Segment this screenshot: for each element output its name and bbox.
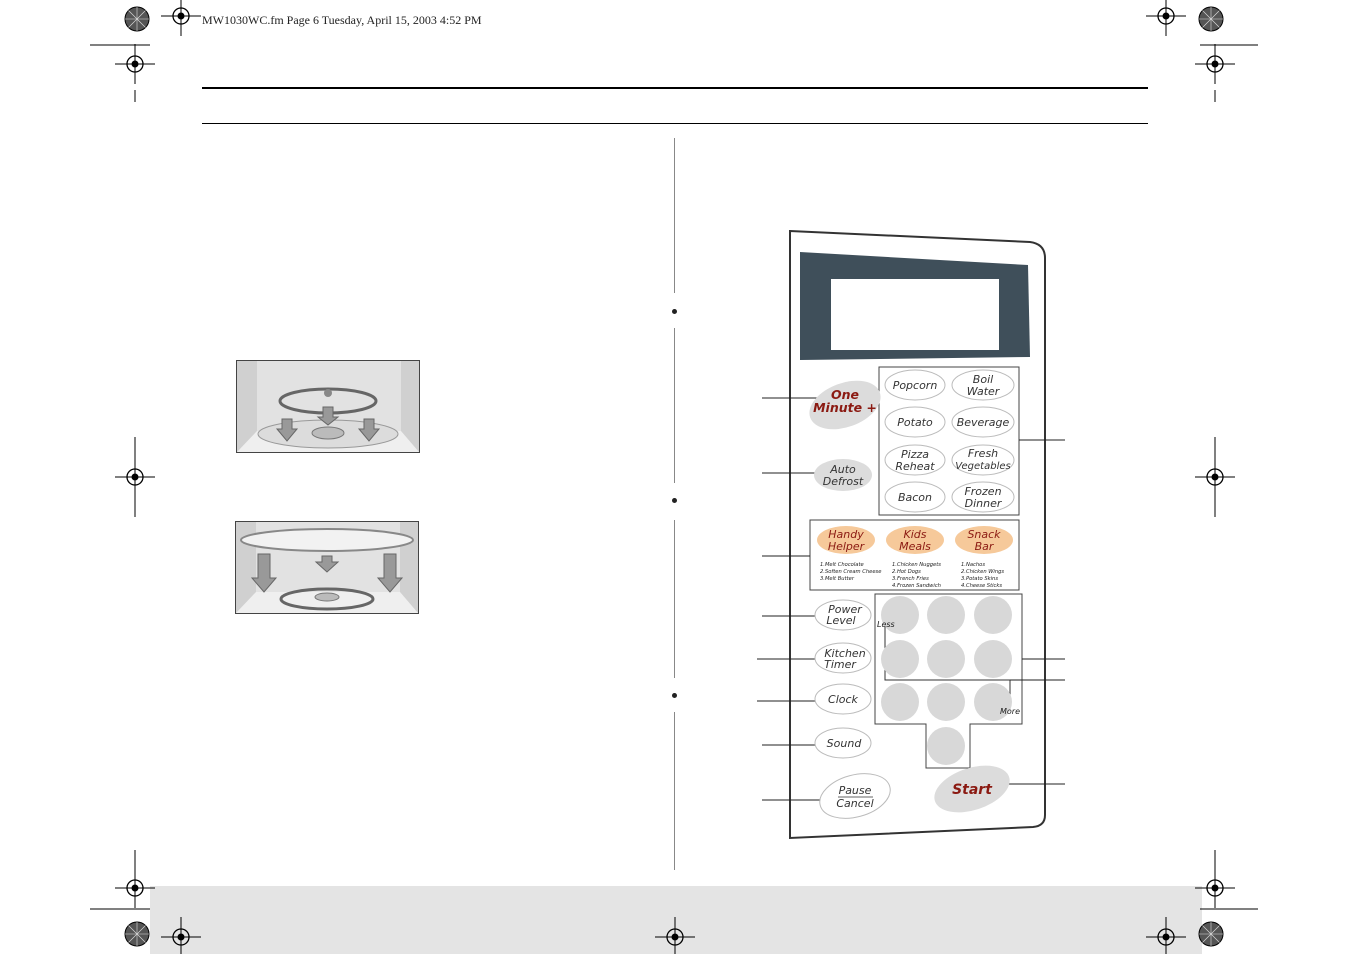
svg-text:Potato: Potato	[897, 416, 933, 429]
sensor-button-bacon[interactable]: Bacon	[884, 481, 946, 513]
number-key[interactable]	[927, 683, 965, 721]
handy-helper-button[interactable]: Handy Helper	[817, 526, 875, 554]
svg-text:1.Melt Chocolate: 1.Melt Chocolate	[820, 562, 864, 568]
handy-helper-items: 1.Melt Chocolate 2.Soften Cream Cheese 3…	[820, 562, 881, 582]
glass-tray-illustration	[235, 521, 419, 614]
svg-text:Power: Power	[828, 603, 863, 616]
svg-text:Snack: Snack	[967, 528, 1001, 541]
snack-bar-button[interactable]: Snack Bar	[955, 526, 1013, 554]
sensor-button-fresh-vegetables[interactable]: Fresh Vegetables	[951, 444, 1015, 476]
sensor-button-potato[interactable]: Potato	[884, 406, 946, 438]
sound-button[interactable]: Sound	[814, 727, 872, 759]
more-label: More	[1000, 707, 1020, 716]
kids-meals-items: 1.Chicken Nuggets 2.Hot Dogs 3.French Fr…	[892, 562, 941, 589]
svg-text:Frozen: Frozen	[964, 485, 1001, 498]
column-bullet	[672, 498, 677, 503]
svg-text:Defrost: Defrost	[823, 475, 864, 488]
svg-text:3.Melt Butter: 3.Melt Butter	[820, 576, 855, 582]
sensor-button-boil-water[interactable]: Boil Water	[951, 369, 1015, 401]
svg-text:Fresh: Fresh	[968, 447, 998, 460]
svg-text:Popcorn: Popcorn	[893, 379, 938, 392]
svg-text:Sound: Sound	[827, 737, 863, 750]
number-key[interactable]	[927, 640, 965, 678]
sensor-button-beverage[interactable]: Beverage	[951, 406, 1015, 438]
column-bullet	[672, 309, 677, 314]
svg-text:Handy: Handy	[828, 528, 864, 541]
roller-ring-illustration	[236, 360, 420, 453]
clock-button[interactable]: Clock	[814, 683, 872, 715]
file-info-header: MW1030WC.fm Page 6 Tuesday, April 15, 20…	[202, 13, 482, 27]
svg-text:3.Potato Skins: 3.Potato Skins	[961, 576, 998, 582]
svg-text:Vegetables: Vegetables	[955, 461, 1010, 472]
less-label: Less	[877, 620, 895, 629]
svg-text:Reheat: Reheat	[895, 460, 935, 473]
bottom-band	[150, 886, 1202, 954]
number-key[interactable]	[974, 683, 1012, 721]
svg-text:Auto: Auto	[829, 463, 856, 476]
svg-text:3.French Fries: 3.French Fries	[892, 576, 929, 582]
svg-text:Meals: Meals	[899, 540, 931, 553]
column-bullet	[672, 693, 677, 698]
numeric-keypad	[881, 596, 1012, 765]
svg-text:Water: Water	[967, 385, 1001, 398]
number-key[interactable]	[927, 727, 965, 765]
svg-text:Bacon: Bacon	[898, 491, 932, 504]
svg-text:1.Chicken Nuggets: 1.Chicken Nuggets	[892, 562, 941, 568]
top-rule	[202, 87, 1148, 89]
svg-text:Beverage: Beverage	[957, 416, 1010, 429]
number-key[interactable]	[974, 640, 1012, 678]
svg-text:Bar: Bar	[975, 540, 995, 553]
svg-text:Kitchen: Kitchen	[824, 647, 865, 660]
column-divider	[674, 328, 675, 483]
sensor-button-popcorn[interactable]: Popcorn	[884, 369, 946, 401]
svg-text:One: One	[831, 387, 859, 402]
kids-meals-button[interactable]: Kids Meals	[886, 526, 944, 554]
svg-text:Clock: Clock	[828, 693, 859, 706]
auto-defrost-button[interactable]: Auto Defrost	[814, 459, 872, 491]
svg-text:4.Frozen Sandwich: 4.Frozen Sandwich	[892, 583, 941, 589]
sensor-button-pizza-reheat[interactable]: Pizza Reheat	[884, 444, 946, 476]
number-key[interactable]	[881, 596, 919, 634]
svg-text:Kids: Kids	[904, 528, 927, 541]
number-key[interactable]	[881, 683, 919, 721]
svg-text:4.Cheese Sticks: 4.Cheese Sticks	[961, 583, 1002, 589]
svg-text:Minute +: Minute +	[813, 400, 877, 415]
start-button[interactable]: Start	[928, 757, 1015, 821]
svg-text:Cancel: Cancel	[836, 797, 873, 810]
one-minute-plus-button[interactable]: One Minute +	[803, 372, 888, 439]
svg-text:2.Chicken Wings: 2.Chicken Wings	[961, 569, 1004, 575]
column-divider	[674, 520, 675, 678]
svg-text:2.Soften Cream Cheese: 2.Soften Cream Cheese	[820, 569, 881, 575]
column-divider	[674, 138, 675, 293]
sensor-button-frozen-dinner[interactable]: Frozen Dinner	[951, 481, 1015, 513]
svg-text:Helper: Helper	[828, 540, 866, 553]
second-rule	[202, 123, 1148, 124]
number-key[interactable]	[881, 640, 919, 678]
number-key[interactable]	[927, 596, 965, 634]
svg-text:Start: Start	[952, 782, 993, 798]
snack-bar-items: 1.Nachos 2.Chicken Wings 3.Potato Skins …	[961, 562, 1004, 589]
pause-cancel-button[interactable]: Pause Cancel	[815, 766, 895, 825]
power-level-button[interactable]: Power Level	[814, 599, 872, 631]
svg-text:Timer: Timer	[824, 658, 857, 671]
number-key[interactable]	[974, 596, 1012, 634]
svg-text:1.Nachos: 1.Nachos	[961, 562, 985, 568]
svg-text:Pizza: Pizza	[901, 448, 929, 461]
svg-text:Dinner: Dinner	[965, 497, 1003, 510]
svg-text:Boil: Boil	[973, 373, 993, 386]
svg-text:Level: Level	[826, 614, 855, 627]
kitchen-timer-button[interactable]: Kitchen Timer	[814, 642, 872, 674]
column-divider	[674, 712, 675, 870]
svg-text:Pause: Pause	[839, 784, 872, 797]
svg-text:2.Hot Dogs: 2.Hot Dogs	[892, 569, 921, 575]
